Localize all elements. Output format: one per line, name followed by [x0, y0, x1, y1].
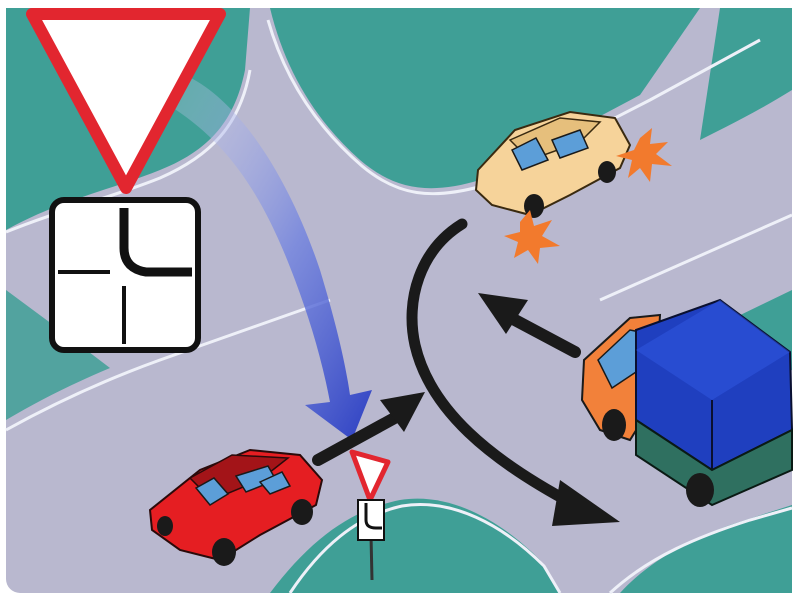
truck-direction-arrow [478, 293, 581, 358]
car-direction-arrow [312, 392, 425, 466]
impact-mark-right [616, 128, 672, 182]
priority-path-arrow [406, 218, 620, 526]
secondary-road-plate [49, 197, 201, 353]
grass-left [6, 290, 110, 420]
grass-top-center [270, 8, 700, 189]
roadside-give-way-sign [349, 449, 391, 581]
beige-car [474, 110, 632, 218]
impact-marks [504, 128, 672, 264]
grass-bottom-right [620, 505, 792, 593]
grass-top-right [700, 8, 792, 140]
give-way-sign [26, 8, 226, 194]
blue-truck [580, 298, 794, 507]
red-car [148, 448, 324, 566]
impact-mark-bottom [504, 210, 560, 264]
pointer-arrow [160, 75, 372, 440]
